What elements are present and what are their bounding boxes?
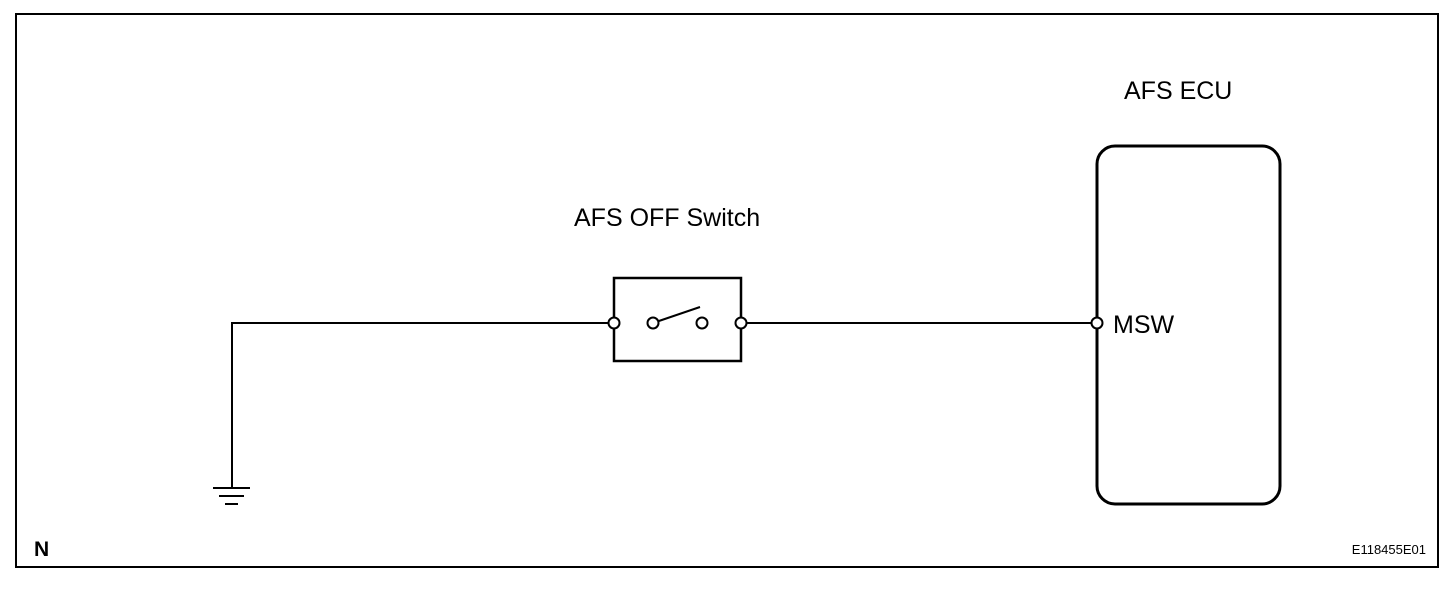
figure-code: E118455E01 <box>1352 542 1426 557</box>
msw-terminal-pin <box>1090 316 1104 330</box>
corner-mark: N <box>34 538 49 561</box>
switch-box <box>612 276 743 363</box>
switch-label: AFS OFF Switch <box>574 204 760 232</box>
ground-symbol-icon <box>213 487 250 505</box>
terminal-label: MSW <box>1113 311 1175 339</box>
diagram-border <box>15 13 1439 568</box>
ground-wire <box>231 322 614 488</box>
ecu-label: AFS ECU <box>1124 77 1232 105</box>
switch-contact-icon <box>607 306 748 330</box>
